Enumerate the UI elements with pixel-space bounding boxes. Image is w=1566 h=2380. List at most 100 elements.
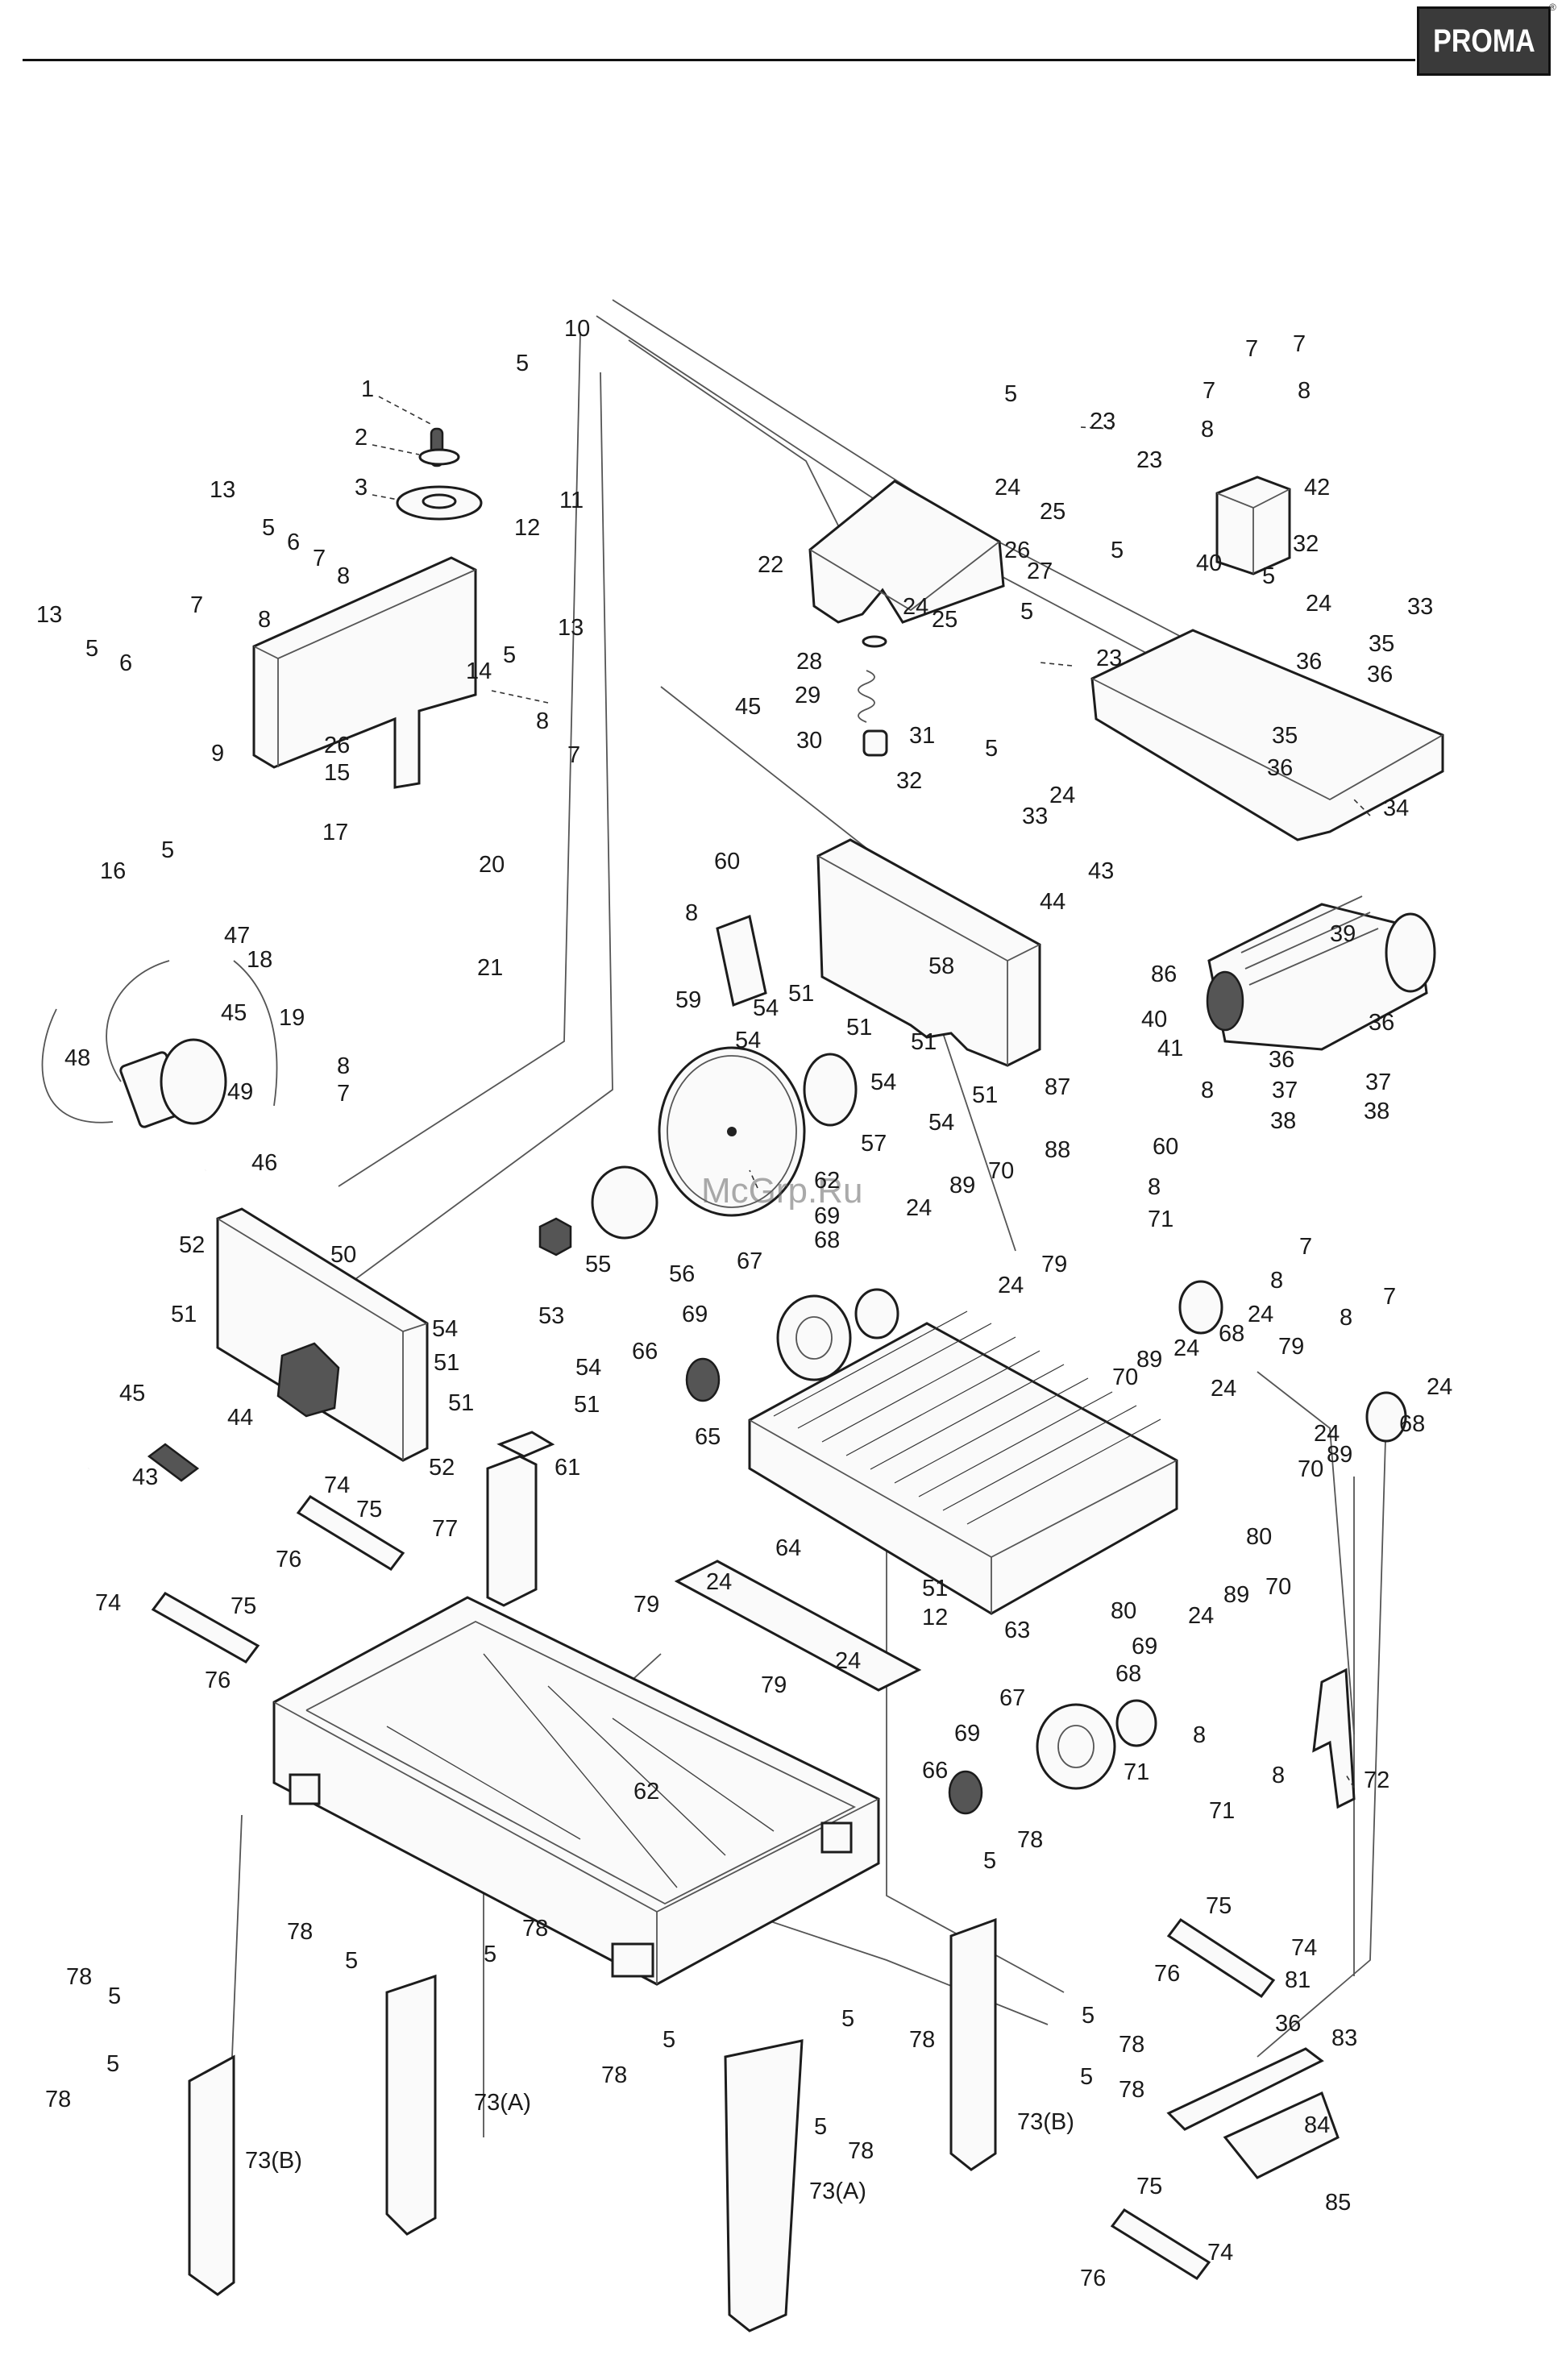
part-callout: 49 — [227, 1079, 253, 1105]
part-callout: 8 — [258, 607, 271, 633]
part-callout: 45 — [119, 1381, 145, 1406]
part-callout: 77 — [432, 1516, 458, 1542]
part-callout: 78 — [66, 1964, 92, 1990]
diagram-canvas: McGrp.Ru 1235101112135678781356135148792… — [36, 299, 1452, 2332]
part-callout: 62 — [633, 1779, 659, 1805]
part-callout: 53 — [538, 1303, 564, 1329]
part-callout: 5 — [1020, 599, 1033, 625]
part-callout: 21 — [477, 955, 503, 981]
part-callout: 36 — [1275, 2011, 1301, 2037]
part-callout: 51 — [434, 1350, 459, 1376]
water-pump-part — [119, 1038, 227, 1128]
part-callout: 74 — [1291, 1935, 1317, 1961]
column-part — [486, 1431, 555, 1607]
part-callout: 33 — [1022, 804, 1048, 829]
part-callout: 36 — [1296, 649, 1322, 675]
part-callout: 36 — [1267, 755, 1293, 781]
part-callout: 29 — [795, 683, 820, 708]
part-callout: 43 — [1088, 858, 1114, 884]
part-callout: 51 — [448, 1390, 474, 1416]
part-callout: 24 — [835, 1648, 861, 1674]
part-callout: 20 — [479, 852, 505, 878]
part-callout: 70 — [988, 1158, 1014, 1184]
table-support-plate — [674, 1560, 922, 1692]
motor-part — [1206, 895, 1436, 1051]
watermark-text: McGrp.Ru — [701, 1171, 862, 1211]
sliding-table-part — [748, 1310, 1178, 1615]
part-callout: 8 — [1201, 417, 1214, 442]
part-callout: 50 — [330, 1242, 356, 1268]
part-callout: 58 — [928, 953, 954, 979]
registered-mark: ® — [1549, 2, 1556, 13]
part-callout: 13 — [36, 602, 62, 628]
part-callout: 24 — [1248, 1302, 1273, 1327]
part-callout: 17 — [322, 820, 348, 845]
part-callout: 8 — [1201, 1078, 1214, 1103]
switch-box-part — [1215, 476, 1291, 575]
part-callout: 60 — [714, 849, 740, 874]
guard-arm-part — [252, 556, 477, 789]
part-callout: 47 — [224, 923, 250, 949]
part-callout: 32 — [1293, 531, 1319, 557]
part-callout: 5 — [108, 1983, 121, 2009]
part-callout: 79 — [633, 1592, 659, 1618]
part-callout: 24 — [1306, 591, 1331, 617]
part-callout: 54 — [432, 1316, 458, 1342]
part-callout: 12 — [922, 1605, 948, 1630]
part-callout: 75 — [1206, 1893, 1232, 1919]
part-callout: 72 — [1364, 1767, 1389, 1793]
part-callout: 13 — [210, 477, 235, 503]
part-callout: 24 — [1427, 1374, 1452, 1400]
part-callout: 8 — [337, 1053, 350, 1079]
part-callout: 73(B) — [245, 2148, 302, 2174]
part-callout: 51 — [574, 1392, 600, 1418]
part-callout: 34 — [1383, 795, 1409, 821]
part-callout: 10 — [564, 316, 590, 342]
part-callout: 44 — [1040, 889, 1065, 915]
part-callout: 2 — [355, 425, 368, 451]
part-callout: 24 — [706, 1569, 732, 1595]
supply-hose — [106, 960, 278, 1107]
part-callout: 19 — [279, 1005, 305, 1031]
part-callout: 68 — [814, 1227, 840, 1253]
header-rule — [23, 59, 1415, 61]
part-callout: 6 — [287, 530, 300, 555]
part-callout: 7 — [337, 1081, 350, 1107]
part-callout: 54 — [575, 1355, 601, 1381]
part-callout: 5 — [484, 1942, 496, 1967]
part-callout: 69 — [1132, 1634, 1157, 1659]
part-callout: 15 — [324, 760, 350, 786]
part-callout: 36 — [1269, 1047, 1294, 1073]
part-callout: 23 — [1136, 447, 1162, 473]
brand-logo: PROMA — [1417, 6, 1551, 76]
part-callout: 5 — [983, 1848, 996, 1874]
part-callout: 8 — [685, 900, 698, 926]
part-callout: 12 — [514, 515, 540, 541]
part-callout: 36 — [1369, 1010, 1394, 1036]
part-callout: 40 — [1141, 1007, 1167, 1032]
part-callout: 89 — [1136, 1347, 1162, 1373]
outer-flange — [591, 1165, 658, 1240]
part-callout: 85 — [1325, 2190, 1351, 2216]
handwheel-part — [396, 427, 483, 521]
part-callout: 79 — [761, 1672, 787, 1698]
part-callout: 54 — [753, 995, 779, 1021]
part-callout: 7 — [190, 592, 203, 618]
part-callout: 35 — [1369, 631, 1394, 657]
part-callout: 23 — [1096, 646, 1122, 671]
accessory-bar-84 — [1223, 2091, 1340, 2179]
part-callout: 24 — [995, 475, 1020, 501]
part-callout: 8 — [536, 708, 549, 734]
part-callout: 44 — [227, 1405, 253, 1431]
part-callout: 75 — [231, 1593, 256, 1619]
part-callout: 59 — [675, 987, 701, 1013]
part-callout: 74 — [1207, 2240, 1233, 2266]
part-callout: 13 — [558, 615, 584, 641]
part-callout: 78 — [1119, 2077, 1144, 2103]
part-callout: 73(A) — [809, 2179, 866, 2204]
part-callout: 32 — [896, 768, 922, 794]
part-callout: 5 — [1262, 563, 1275, 589]
part-callout: 5 — [516, 351, 529, 376]
part-callout: 51 — [788, 981, 814, 1007]
part-callout: 5 — [106, 2051, 119, 2077]
